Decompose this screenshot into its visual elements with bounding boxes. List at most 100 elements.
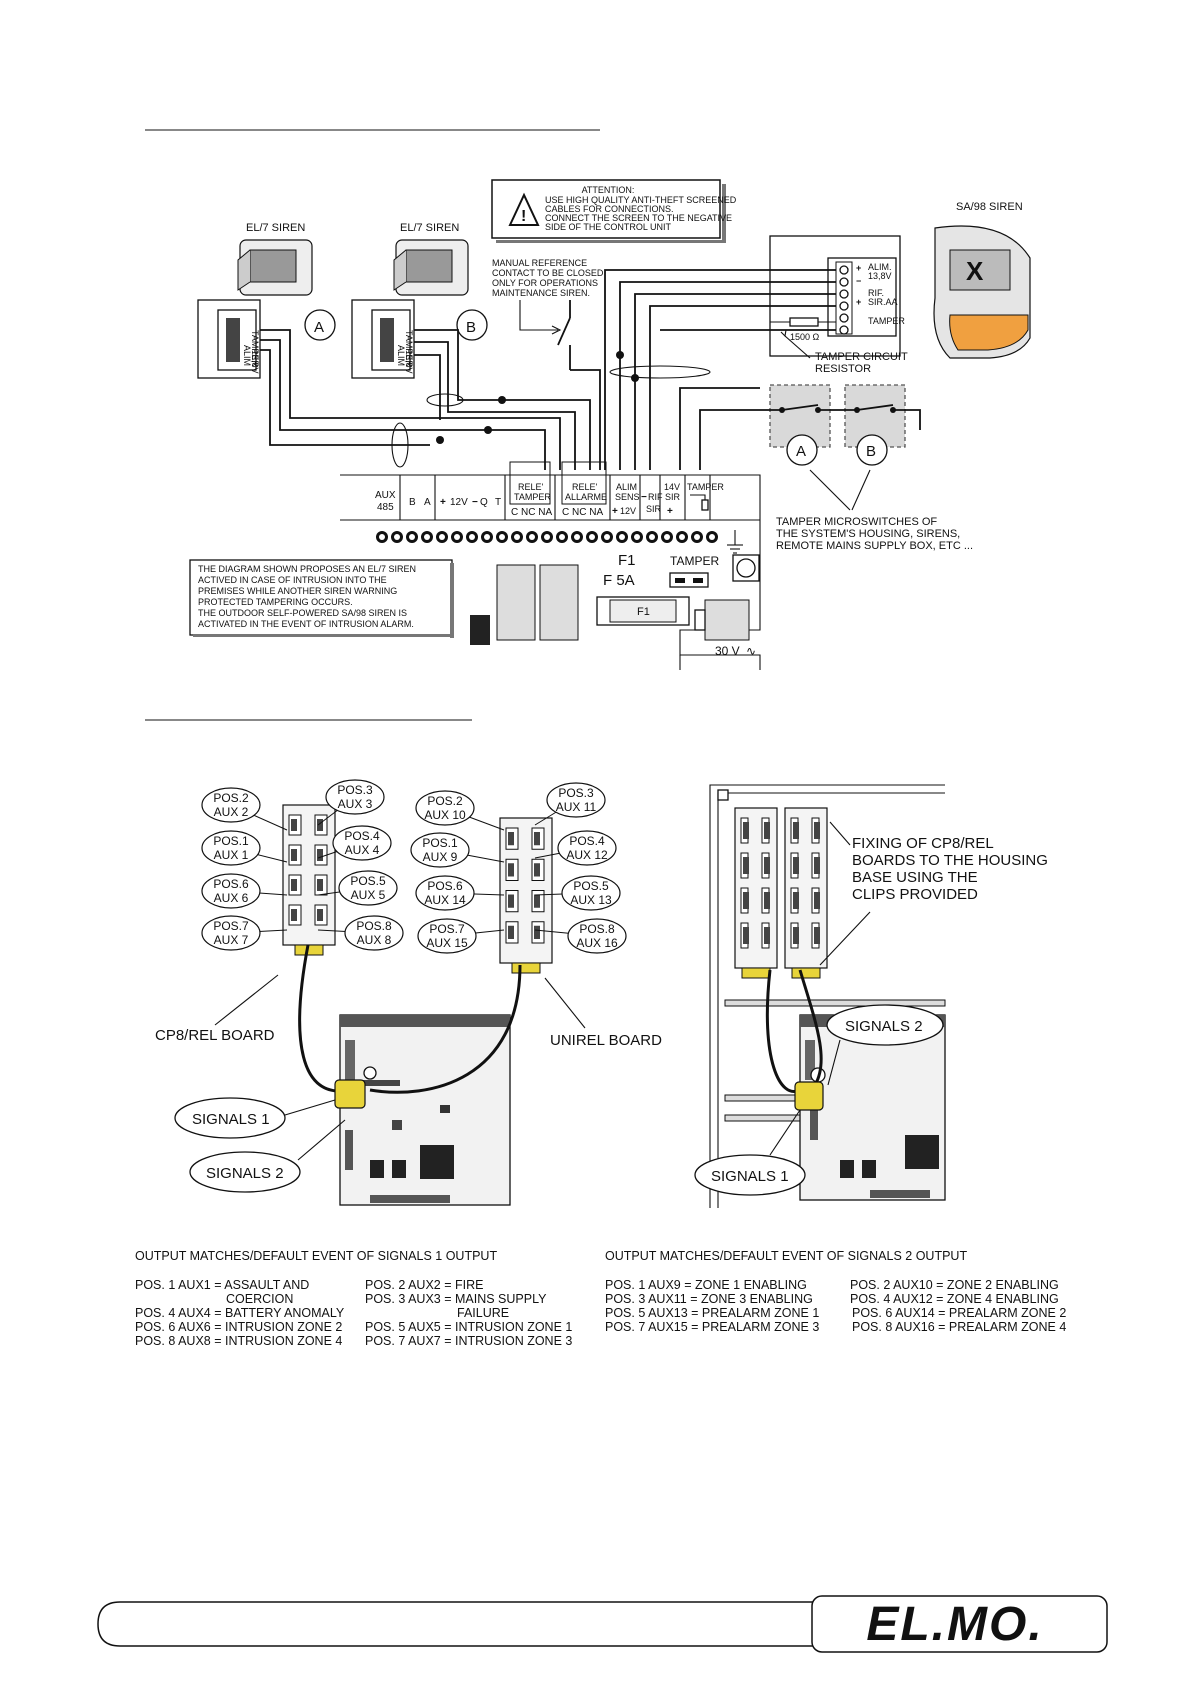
s1-right-1: POS. 3 AUX3 = MAINS SUPPLY bbox=[365, 1292, 547, 1306]
note-line-5: ACTIVATED IN THE EVENT OF INTRUSION ALAR… bbox=[198, 619, 414, 629]
hdr-rif: RIF bbox=[648, 492, 663, 502]
hdr-sens: SENS bbox=[615, 492, 640, 502]
cp8-rel-board-housing-1 bbox=[734, 807, 778, 979]
sa98-v138: 13,8V bbox=[868, 271, 892, 281]
right-callout-pos-5: POS.5 bbox=[573, 879, 609, 893]
s2-left-2: POS. 5 AUX13 = PREALARM ZONE 1 bbox=[605, 1306, 819, 1320]
terminal-screw bbox=[376, 531, 388, 543]
svg-text:+: + bbox=[667, 506, 673, 517]
el7-siren-a-icon bbox=[237, 239, 313, 296]
unirel-board-label: UNIREL BOARD bbox=[550, 1032, 662, 1049]
hdr-14v-sir: SIR bbox=[665, 492, 681, 502]
manual-ref-line-2: ONLY FOR OPERATIONS bbox=[492, 278, 598, 288]
svg-text:−: − bbox=[856, 276, 861, 286]
left-callout-aux-4: AUX 6 bbox=[214, 891, 249, 905]
el7-b-v138-label: 13,8V bbox=[404, 350, 414, 374]
note-line-3: PROTECTED TAMPERING OCCURS. bbox=[198, 597, 353, 607]
s1-left-3: POS. 6 AUX6 = INTRUSION ZONE 2 bbox=[135, 1320, 342, 1334]
manual-ref-arrow bbox=[519, 300, 558, 331]
sa98-siren-icon: X bbox=[933, 225, 1031, 359]
s1-left-0: POS. 1 AUX1 = ASSAULT AND bbox=[135, 1278, 309, 1292]
note-line-4: THE OUTDOOR SELF-POWERED SA/98 SIREN IS bbox=[198, 608, 407, 618]
hdr-485: 485 bbox=[377, 502, 394, 513]
hdr-aux: AUX bbox=[375, 490, 396, 501]
tamper-resistor bbox=[789, 317, 819, 327]
svg-text:+: + bbox=[440, 497, 446, 508]
fixing-line-2: BASE USING THE bbox=[852, 869, 978, 886]
screened-cable-marker-left bbox=[391, 422, 409, 468]
f5a-label: F 5A bbox=[603, 572, 635, 589]
v30-label: 30 V bbox=[715, 644, 740, 658]
s1-left-2: POS. 4 AUX4 = BATTERY ANOMALY bbox=[135, 1306, 345, 1320]
signals1-ellipse-right bbox=[694, 1154, 806, 1196]
hdr-rele-allarme-0: RELE' bbox=[572, 482, 598, 492]
el7-siren-a-label: EL/7 SIREN bbox=[246, 222, 305, 234]
attention-line-4: SIDE OF THE CONTROL UNIT bbox=[545, 222, 672, 232]
terminal-screw bbox=[646, 531, 658, 543]
left-callout-pos-0: POS.2 bbox=[213, 791, 249, 805]
cp8-board-label: CP8/REL BOARD bbox=[155, 1027, 275, 1044]
terminal-screw bbox=[661, 531, 673, 543]
right-callout-aux-1: AUX 11 bbox=[556, 800, 597, 814]
s1-left-4: POS. 8 AUX8 = INTRUSION ZONE 4 bbox=[135, 1334, 342, 1348]
tamper-micro-line-0: TAMPER MICROSWITCHES OF bbox=[776, 516, 937, 528]
sa98-terminal-strip bbox=[835, 261, 853, 335]
left-callout-aux-5: AUX 5 bbox=[351, 888, 386, 902]
attention-line-0: ATTENTION: bbox=[582, 185, 635, 195]
logo-box bbox=[811, 1595, 1108, 1653]
screened-cable-marker-right bbox=[609, 365, 711, 379]
hdr-q: Q bbox=[480, 497, 488, 508]
terminal-screw bbox=[631, 531, 643, 543]
hdr-rele-allarme-1: ALLARME bbox=[565, 492, 607, 502]
signals-connector-left bbox=[334, 1079, 366, 1109]
s2-right-0: POS. 2 AUX10 = ZONE 2 ENABLING bbox=[850, 1278, 1059, 1292]
svg-text:+: + bbox=[856, 297, 861, 307]
s2-right-3: POS. 8 AUX16 = PREALARM ZONE 4 bbox=[852, 1320, 1066, 1334]
left-callout-aux-1: AUX 3 bbox=[338, 797, 373, 811]
right-callout-pos-3: POS.4 bbox=[569, 834, 605, 848]
manual-ref-line-3: MAINTENANCE SIREN. bbox=[492, 288, 590, 298]
signals2-table: OUTPUT MATCHES/DEFAULT EVENT OF SIGNALS … bbox=[605, 1249, 1066, 1334]
hdr-tamper: TAMPER bbox=[687, 482, 724, 492]
right-callout-aux-5: AUX 13 bbox=[570, 893, 612, 907]
manual-ref-line-0: MANUAL REFERENCE bbox=[492, 258, 587, 268]
hdr-12v-b: 12V bbox=[620, 506, 636, 516]
tamper-resistor-line-1: RESISTOR bbox=[815, 363, 871, 375]
svg-text:+: + bbox=[612, 506, 618, 517]
el7-a-v138-label: 13,8V bbox=[250, 350, 260, 374]
relay-tamper bbox=[496, 564, 536, 641]
unirel-board bbox=[499, 817, 553, 974]
s1-left-1: COERCION bbox=[226, 1292, 293, 1306]
el7-b-alim-label: ALIM bbox=[396, 345, 406, 366]
terminal-screw bbox=[466, 531, 478, 543]
terminal-screw bbox=[496, 531, 508, 543]
right-callout-pos-2: POS.1 bbox=[422, 836, 458, 850]
el7-a-tamper-label: TAMPER bbox=[250, 330, 260, 367]
cp8-rel-board bbox=[282, 804, 336, 956]
el7-a-alim-label: ALIM bbox=[242, 345, 252, 366]
fuse-label: F1 bbox=[637, 606, 650, 618]
tamper-resistor-line-0: TAMPER CIRCUIT bbox=[815, 351, 908, 363]
terminal-screw bbox=[481, 531, 493, 543]
s1-right-2: FAILURE bbox=[457, 1306, 509, 1320]
signals1-label-left: SIGNALS 1 bbox=[192, 1111, 270, 1128]
attention-line-2: CABLES FOR CONNECTIONS. bbox=[545, 204, 674, 214]
cp8-rel-board-housing-2 bbox=[784, 807, 828, 979]
tamper-switch bbox=[669, 572, 709, 588]
circle-b-right-label: B bbox=[866, 443, 876, 460]
siren-wiring-diagram: EL/7 SIREN TAMPER ALIM 13,8V A EL/7 SIRE… bbox=[189, 179, 1031, 670]
s2-left-0: POS. 1 AUX9 = ZONE 1 ENABLING bbox=[605, 1278, 807, 1292]
relay-alarm bbox=[539, 564, 579, 641]
signals1-table: OUTPUT MATCHES/DEFAULT EVENT OF SIGNALS … bbox=[135, 1249, 572, 1348]
hdr-rele-tamper-1: TAMPER bbox=[514, 492, 551, 502]
s2-right-2: POS. 6 AUX14 = PREALARM ZONE 2 bbox=[852, 1306, 1066, 1320]
tamper-switch-label: TAMPER bbox=[670, 554, 719, 568]
manual-ref-line-1: CONTACT TO BE CLOSED bbox=[492, 268, 604, 278]
el7-siren-b-label: EL/7 SIREN bbox=[400, 222, 459, 234]
control-board-outline bbox=[340, 474, 761, 670]
